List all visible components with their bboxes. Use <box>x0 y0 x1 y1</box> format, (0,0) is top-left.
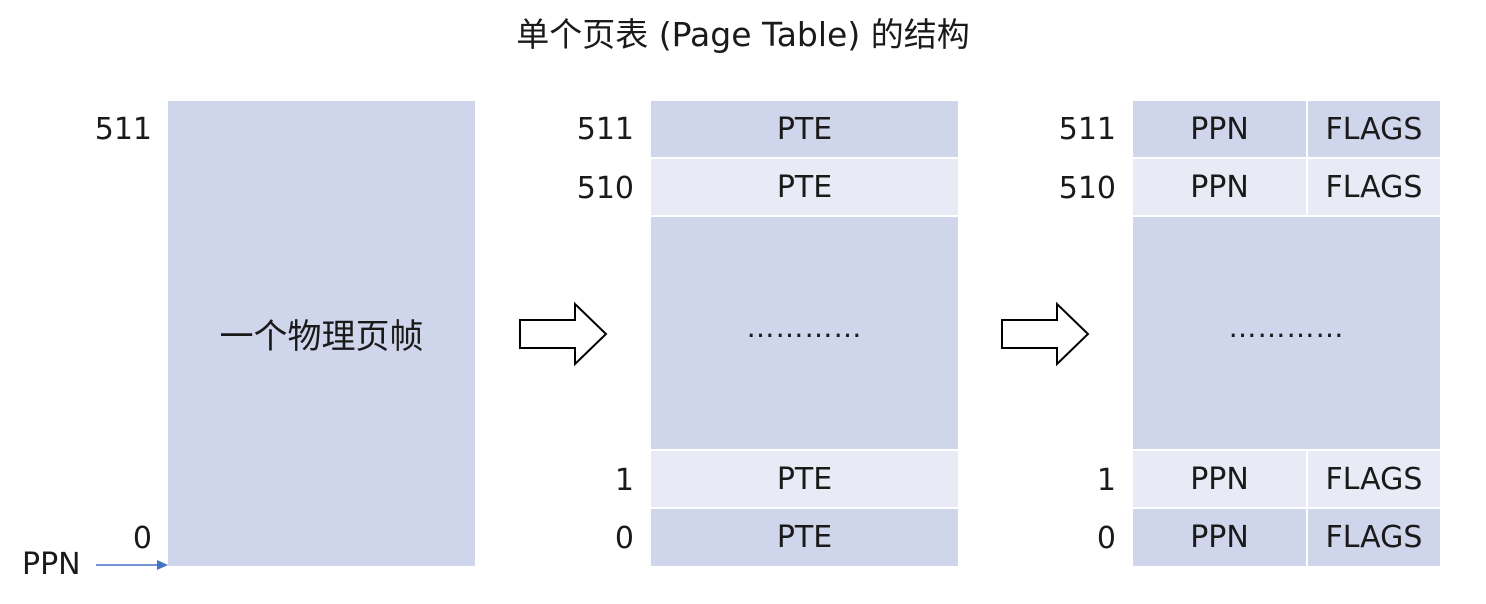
flags-label: FLAGS <box>1325 520 1423 555</box>
frame-index-bottom: 0 <box>132 521 152 556</box>
physical-frame-label: 一个物理页帧 <box>219 317 424 357</box>
diagram-title: 单个页表 (Page Table) 的结构 <box>516 15 970 54</box>
pte-index-511: 511 <box>576 112 634 147</box>
ppn-label: PPN <box>1190 520 1249 555</box>
pte-row-0: PTE <box>651 509 958 566</box>
entry-index-1: 1 <box>1096 463 1116 498</box>
pte-label: PTE <box>776 520 833 555</box>
pte-label: PTE <box>776 461 833 497</box>
pte-row-511: PTE <box>651 101 958 157</box>
flags-cell-0: FLAGS <box>1308 509 1440 566</box>
ppn-cell-0: PPN <box>1133 509 1306 566</box>
ppn-pointer-label: PPN <box>22 547 81 582</box>
block-arrow-icon <box>1001 301 1090 367</box>
flags-cell-511: FLAGS <box>1308 101 1440 157</box>
entry-index-511: 511 <box>1058 112 1116 147</box>
pte-row-1: PTE <box>651 451 958 507</box>
flags-cell-1: FLAGS <box>1308 451 1440 507</box>
ppn-cell-1: PPN <box>1133 451 1306 507</box>
entry-index-510: 510 <box>1058 171 1116 206</box>
physical-frame: 一个物理页帧 <box>168 101 475 566</box>
flags-label: FLAGS <box>1325 461 1423 497</box>
entry-middle-block: ………… <box>1133 217 1440 449</box>
frame-index-top: 511 <box>94 112 152 147</box>
ppn-label: PPN <box>1190 461 1249 497</box>
ppn-cell-510: PPN <box>1133 159 1306 215</box>
block-arrow-icon <box>519 301 608 367</box>
pte-row-510: PTE <box>651 159 958 215</box>
entry-ellipsis: ………… <box>1228 310 1345 344</box>
ppn-label: PPN <box>1190 111 1249 147</box>
ppn-cell-511: PPN <box>1133 101 1306 157</box>
entry-index-0: 0 <box>1096 521 1116 556</box>
pte-middle-block: ………… <box>651 217 958 449</box>
pte-ellipsis: ………… <box>746 310 863 344</box>
pte-label: PTE <box>776 111 833 147</box>
pte-index-0: 0 <box>614 521 634 556</box>
flags-label: FLAGS <box>1325 111 1423 147</box>
flags-label: FLAGS <box>1325 169 1423 205</box>
pte-label: PTE <box>776 169 833 205</box>
ppn-pointer-arrowhead-icon <box>157 560 168 570</box>
flags-cell-510: FLAGS <box>1308 159 1440 215</box>
ppn-label: PPN <box>1190 169 1249 205</box>
pte-index-510: 510 <box>576 171 634 206</box>
pte-index-1: 1 <box>614 463 634 498</box>
